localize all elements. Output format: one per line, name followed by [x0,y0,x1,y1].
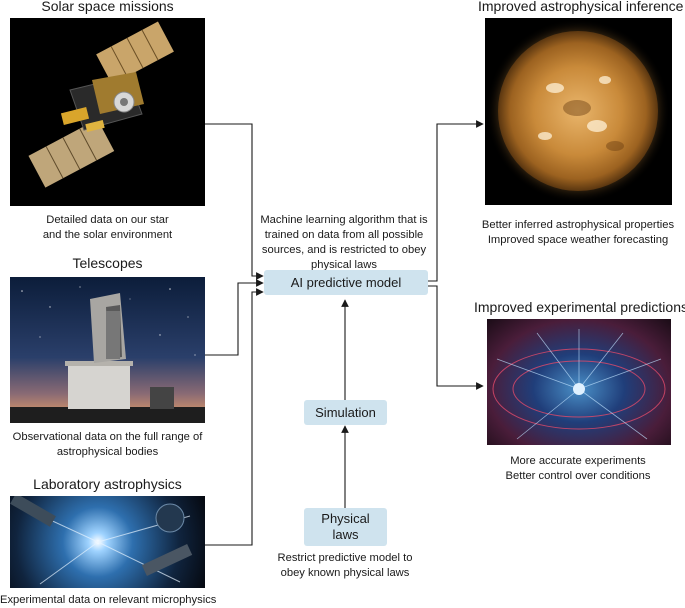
experimental-caption-line-2: Better control over conditions [505,470,651,482]
simulation-box: Simulation [304,400,387,425]
laboratory-experiment-image [10,496,205,588]
arrow-solar-to-model [205,123,264,280]
physical-laws-box: Physical laws [304,508,387,546]
inference-caption-line-2: Improved space weather forecasting [487,234,669,246]
model-description-line-2: trained on data from all possible [264,229,424,241]
laboratory-caption: Experimental data on relevant microphysi… [0,594,217,606]
experimental-facility-image [487,319,671,445]
simulation-label: Simulation [315,404,376,420]
inference-title: Improved astrophysical inference [478,0,684,14]
physical-laws-caption-line-2: obey known physical laws [280,567,410,579]
telescope-observatory-image [10,277,205,423]
experimental-caption-line-1: More accurate experiments [510,455,646,467]
sun-image [485,18,672,205]
physical-laws-label-line-2: laws [332,527,359,542]
experimental-title: Improved experimental predictions [474,299,685,315]
model-description-line-3: sources, and is restricted to obey [261,244,427,256]
model-description-line-4: physical laws [311,259,377,271]
solar-missions-caption-line-2: and the solar environment [42,229,173,241]
physical-laws-label-line-1: Physical [321,511,370,526]
physical-laws-caption-line-1: Restrict predictive model to [277,552,413,564]
arrow-model-to-experimental [428,285,484,390]
ai-predictive-model-label: AI predictive model [290,274,402,290]
telescopes-caption-line-1: Observational data on the full range of [12,431,203,443]
inference-caption-line-1: Better inferred astrophysical properties [481,219,675,231]
laboratory-title: Laboratory astrophysics [33,476,182,492]
telescopes-title: Telescopes [72,255,143,271]
telescopes-caption-line-2: astrophysical bodies [56,446,159,458]
solar-missions-title: Solar space missions [41,0,174,14]
arrow-telescopes-to-model [205,279,264,356]
arrow-model-to-inference [428,120,484,282]
arrow-lab-to-model [205,288,264,546]
solar-missions-caption-line-1: Detailed data on our star [46,214,169,226]
solar-spacecraft-image [10,18,205,206]
model-description-line-1: Machine learning algorithm that is [260,214,428,226]
ai-predictive-model-box: AI predictive model [264,270,428,295]
